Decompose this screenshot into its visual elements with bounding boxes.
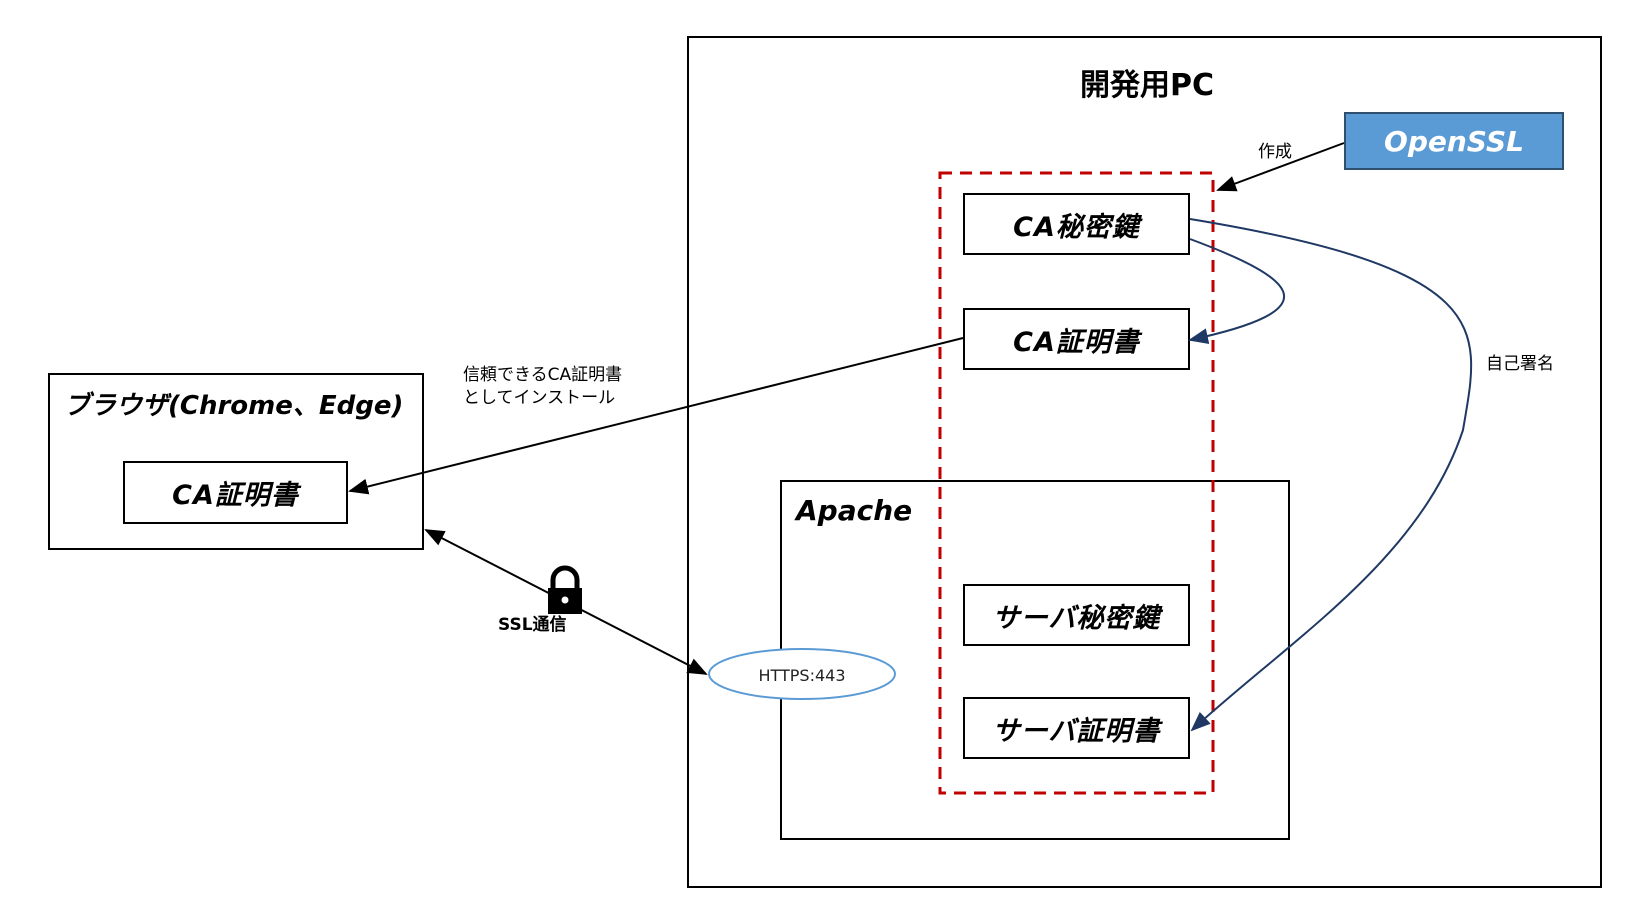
server-certificate: サーバ証明書 [963,697,1190,759]
browser-title: ブラウザ(Chrome、Edge) [64,391,404,421]
ssl-label: SSL通信 [498,615,567,635]
ssl-arrow [424,529,708,675]
https-port-label: HTTPS:443 [758,665,846,685]
install-label-line1: 信頼できるCA証明書 [463,365,623,385]
create-label: 作成 [1258,142,1292,162]
openssl-box: OpenSSL [1344,112,1564,170]
browser-ca-certificate: CA証明書 [123,461,348,524]
ca-certificate: CA証明書 [963,308,1190,370]
lock-icon [548,565,582,614]
ca-private-key: CA秘密鍵 [963,193,1190,255]
self-sign-label: 自己署名 [1486,354,1554,374]
server-private-key: サーバ秘密鍵 [963,584,1190,646]
apache-title: Apache [796,494,913,527]
dev-pc-title: 開発用PC [1080,68,1215,103]
install-label-line2: としてインストール [463,388,616,408]
